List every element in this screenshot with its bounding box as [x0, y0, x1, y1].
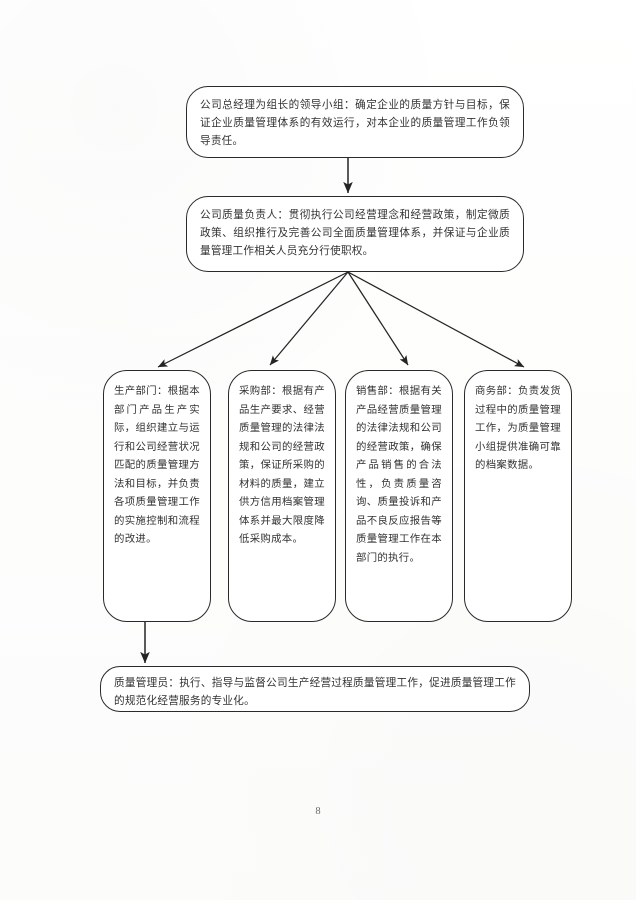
node-leader-group: 公司总经理为组长的领导小组：确定企业的质量方针与目标，保证企业质量管理体系的有效…	[186, 86, 524, 158]
node-leader-group-label: 公司总经理为组长的领导小组：确定企业的质量方针与目标，保证企业质量管理体系的有效…	[200, 100, 510, 148]
node-dept-production: 生产部门：根据本部门产品生产实际，组织建立与运行和公司经营状况匹配的质量管理方法…	[103, 370, 211, 622]
node-quality-officer: 公司质量负责人：贯彻执行公司经营理念和经营政策，制定微质政策、组织推行及完善公司…	[186, 196, 524, 272]
node-dept-sales-label: 销售部：根据有关产品经营质量管理的法律法规和公司的经营政策，确保产品销售的合法性…	[356, 386, 442, 564]
page-number: 8	[315, 806, 321, 817]
node-dept-purchasing: 采购部：根据有产品生产要求、经营质量管理的法律法规和公司的经营政策，保证所采购的…	[228, 370, 336, 622]
edge-officer-to-sales	[347, 271, 409, 366]
node-dept-sales: 销售部：根据有关产品经营质量管理的法律法规和公司的经营政策，确保产品销售的合法性…	[345, 370, 453, 622]
node-dept-business: 商务部：负责发货过程中的质量管理工作，为质量管理小组提供准确可靠的档案数据。	[464, 370, 572, 622]
node-quality-manager: 质量管理员：执行、指导与监督公司生产经营过程质量管理工作，促进质量管理工作的规范…	[100, 666, 530, 712]
node-dept-business-label: 商务部：负责发货过程中的质量管理工作，为质量管理小组提供准确可靠的档案数据。	[475, 386, 561, 472]
edge-officer-to-business	[347, 271, 525, 368]
node-dept-purchasing-label: 采购部：根据有产品生产要求、经营质量管理的法律法规和公司的经营政策，保证所采购的…	[239, 386, 325, 546]
node-dept-production-label: 生产部门：根据本部门产品生产实际，组织建立与运行和公司经营状况匹配的质量管理方法…	[114, 386, 200, 546]
edge-officer-to-purchasing	[269, 271, 349, 366]
node-quality-officer-label: 公司质量负责人：贯彻执行公司经营理念和经营政策，制定微质政策、组织推行及完善公司…	[200, 210, 510, 258]
node-quality-manager-label: 质量管理员：执行、指导与监督公司生产经营过程质量管理工作，促进质量管理工作的规范…	[114, 678, 516, 708]
edge-officer-to-production	[157, 271, 349, 368]
